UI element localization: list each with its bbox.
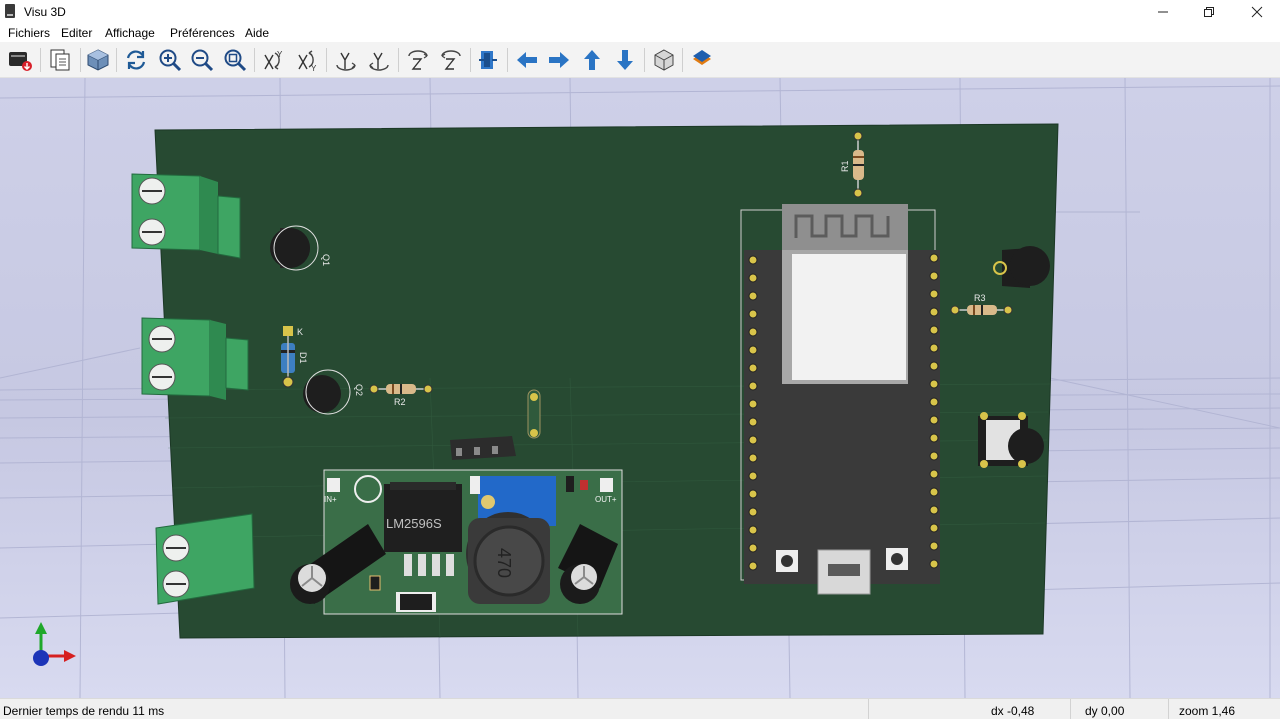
restore-button[interactable] xyxy=(1186,0,1232,24)
axis-gizmo xyxy=(33,622,76,666)
toolbar: Y Y xyxy=(0,42,1280,78)
rotate-y-cw-icon xyxy=(336,52,356,71)
label-r1: R1 xyxy=(840,160,850,172)
push-button xyxy=(978,412,1044,468)
minimize-icon xyxy=(1158,11,1168,13)
ortho-view-icon xyxy=(654,49,674,71)
zoom-fit-icon xyxy=(224,49,247,72)
export-icon xyxy=(9,52,32,71)
resistor-r2: R2 xyxy=(369,384,433,407)
menu-editer[interactable]: Editer xyxy=(61,26,93,40)
board-render: Q1 K D1 Q2 R2 xyxy=(0,78,1280,698)
buck-converter-module: IN+ OUT+ LM2596S 470 xyxy=(290,469,623,615)
pan-up-icon xyxy=(584,50,600,70)
svg-text:Y: Y xyxy=(311,64,317,73)
close-button[interactable] xyxy=(1234,0,1280,24)
resistor-r1: R1 xyxy=(840,131,864,198)
label-d1: D1 xyxy=(298,352,308,364)
rotate-z-ccw-icon xyxy=(441,50,461,70)
menu-affichage[interactable]: Affichage xyxy=(105,26,155,40)
terminal-block-2 xyxy=(141,317,249,400)
resistor-r3: R3 xyxy=(950,293,1013,315)
label-in-plus: IN+ xyxy=(324,495,337,504)
pan-right-icon xyxy=(549,52,569,68)
label-470: 470 xyxy=(494,548,514,578)
export-button[interactable] xyxy=(6,46,34,74)
layers-icon xyxy=(693,50,711,65)
menu-aide[interactable]: Aide xyxy=(245,26,270,40)
rotate-z-ccw-button[interactable] xyxy=(437,46,465,74)
app-icon xyxy=(5,4,15,18)
pin-header xyxy=(450,436,516,460)
layers-button[interactable] xyxy=(688,46,716,74)
rotate-x-cw-icon: Y xyxy=(264,50,283,70)
status-bar: Dernier temps de rendu 11 ms dx -0,48 dy… xyxy=(0,698,1280,719)
esp32-left-pins xyxy=(748,255,758,571)
restore-icon xyxy=(1204,7,1214,17)
label-k: K xyxy=(297,327,303,337)
menu-preferences[interactable]: Préférences xyxy=(170,26,235,40)
rotate-y-cw-button[interactable] xyxy=(332,46,360,74)
zoom-in-button[interactable] xyxy=(156,46,184,74)
dx-status: dx -0,48 xyxy=(991,704,1035,718)
menu-fichiers[interactable]: Fichiers xyxy=(8,26,51,40)
rotate-z-cw-button[interactable] xyxy=(404,46,432,74)
window-title: Visu 3D xyxy=(24,5,66,19)
pan-down-button[interactable] xyxy=(611,46,639,74)
reload-icon xyxy=(126,50,146,70)
esp32-module xyxy=(740,204,940,595)
svg-text:Y: Y xyxy=(277,50,283,59)
view-3d-icon xyxy=(87,49,109,71)
view-3d-button[interactable] xyxy=(84,46,112,74)
zoom-out-button[interactable] xyxy=(188,46,216,74)
pan-up-button[interactable] xyxy=(578,46,606,74)
3d-viewport[interactable]: Q1 K D1 Q2 R2 xyxy=(0,78,1280,698)
terminal-block-1 xyxy=(131,173,241,259)
pad-pair xyxy=(527,389,541,439)
reload-button[interactable] xyxy=(122,46,150,74)
label-r3: R3 xyxy=(974,293,986,303)
label-r2: R2 xyxy=(394,397,406,407)
pan-right-button[interactable] xyxy=(545,46,573,74)
transistor-q1: Q1 xyxy=(270,225,331,271)
dy-status: dy 0,00 xyxy=(1085,704,1125,718)
label-out-plus: OUT+ xyxy=(595,495,617,504)
terminal-block-3 xyxy=(155,513,255,605)
zoom-status: zoom 1,46 xyxy=(1179,704,1236,718)
copy-button[interactable] xyxy=(46,46,74,74)
zoom-fit-button[interactable] xyxy=(221,46,249,74)
rotate-x-cw-button[interactable]: Y xyxy=(260,46,288,74)
title-bar: Visu 3D xyxy=(0,0,1280,24)
esp32-right-pins xyxy=(929,253,939,569)
label-lm2596s: LM2596S xyxy=(386,516,442,531)
diode-d1: K D1 xyxy=(281,326,308,388)
menu-bar: Fichiers Editer Affichage Préférences Ai… xyxy=(0,24,1280,42)
label-q1: Q1 xyxy=(321,254,331,266)
label-q2: Q2 xyxy=(354,384,364,396)
copy-icon xyxy=(50,49,70,71)
zoom-out-icon xyxy=(191,49,214,72)
pan-left-button[interactable] xyxy=(513,46,541,74)
zoom-in-icon xyxy=(159,49,182,72)
flip-board-icon xyxy=(479,51,497,69)
rotate-z-cw-icon xyxy=(408,50,428,70)
close-icon xyxy=(1251,6,1263,18)
rotate-x-ccw-icon: Y xyxy=(298,50,317,73)
flip-board-button[interactable] xyxy=(474,46,502,74)
rotate-x-ccw-button[interactable]: Y xyxy=(294,46,322,74)
rotate-y-ccw-button[interactable] xyxy=(365,46,393,74)
pan-left-icon xyxy=(517,52,537,68)
transistor-q2: Q2 xyxy=(303,369,364,415)
ortho-view-button[interactable] xyxy=(650,46,678,74)
rotate-y-ccw-icon xyxy=(369,52,389,71)
transistor-q3 xyxy=(993,246,1050,288)
pan-down-icon xyxy=(617,50,633,70)
render-time-status: Dernier temps de rendu 11 ms xyxy=(3,704,165,718)
minimize-button[interactable] xyxy=(1140,0,1186,24)
